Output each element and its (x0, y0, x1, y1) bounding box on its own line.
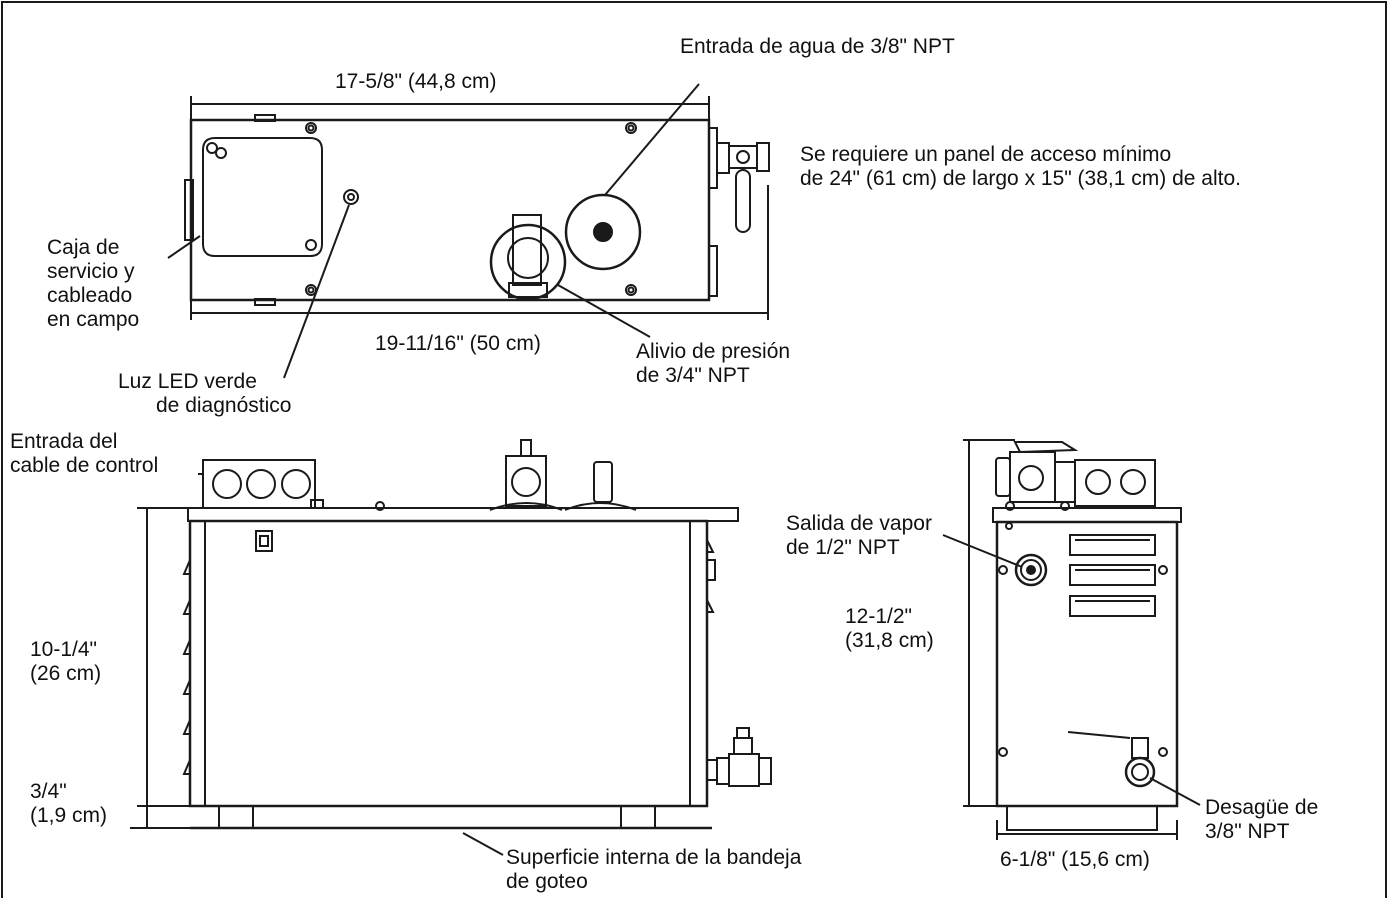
dim-label-bottom-width: 19-11/16" (50 cm) (375, 332, 541, 355)
louver (1069, 595, 1156, 617)
control-jack (255, 530, 273, 552)
label-control-cable: Entrada del cable de control (10, 430, 158, 478)
dim-label-side-width: 6-1/8" (15,6 cm) (1000, 848, 1150, 871)
leader-water-inlet (604, 83, 700, 196)
leader-steam-outlet (942, 534, 1023, 568)
drain-outlet (1124, 756, 1156, 788)
louver (1069, 564, 1156, 586)
label-service-box: Caja de servicio y cableado en campo (47, 236, 139, 332)
label-access-panel: Se requiere un panel de acceso mínimo de… (800, 143, 1241, 191)
label-steam-outlet-line-2: de 1/2" NPT (786, 536, 900, 559)
label-access-panel-line-1: Se requiere un panel de acceso mínimo (800, 143, 1172, 166)
label-led-line-2: de diagnóstico (156, 394, 292, 417)
label-water-inlet: Entrada de agua de 3/8" NPT (680, 35, 955, 58)
label-pressure-relief-line-2: de 3/4" NPT (636, 364, 750, 387)
label-led: Luz LED verde de diagnóstico (118, 370, 291, 418)
label-front-height-line-1: 10-1/4" (30, 638, 97, 661)
label-drip-tray-line-1: Superficie interna de la bandeja (506, 846, 802, 869)
label-pressure-relief-line-1: Alivio de presión (636, 340, 791, 363)
label-side-height-line-1: 12-1/2" (845, 605, 912, 628)
leader-drip-tray (462, 832, 504, 856)
label-drain-line-1: Desagüe de (1205, 796, 1319, 819)
control-box (202, 459, 316, 509)
dim-label-top-width: 17-5/8" (44,8 cm) (335, 70, 497, 93)
label-base-height: 3/4" (1,9 cm) (30, 780, 107, 828)
label-control-cable-line-1: Entrada del (10, 430, 118, 453)
leader-led (283, 204, 350, 379)
label-service-box-line-4: en campo (47, 308, 140, 331)
louver (1069, 534, 1156, 556)
label-led-line-1: Luz LED verde (118, 370, 257, 393)
label-drip-tray-line-2: de goteo (506, 870, 588, 893)
leader-drain (1149, 777, 1201, 806)
label-control-cable-line-2: cable de control (10, 454, 159, 477)
side-base (1006, 805, 1158, 831)
label-side-height: 12-1/2" (31,8 cm) (845, 605, 934, 653)
label-service-box-line-1: Caja de (47, 236, 120, 259)
label-steam-outlet-line-1: Salida de vapor (786, 512, 932, 535)
steam-outlet (1014, 553, 1048, 587)
label-drip-tray: Superficie interna de la bandeja de gote… (506, 846, 801, 894)
front-view (130, 439, 772, 856)
top-view (167, 83, 770, 379)
front-top-plate (187, 507, 739, 522)
label-steam-outlet: Salida de vapor de 1/2" NPT (786, 512, 932, 560)
leader-pressure-relief (557, 284, 651, 338)
label-drain-line-2: 3/8" NPT (1205, 820, 1290, 843)
label-side-height-line-2: (31,8 cm) (845, 629, 934, 652)
label-drain: Desagüe de 3/8" NPT (1205, 796, 1318, 844)
label-base-height-line-1: 3/4" (30, 780, 67, 803)
label-service-box-line-3: cableado (47, 284, 133, 307)
side-view (942, 439, 1201, 840)
led-light (343, 189, 359, 205)
label-service-box-line-2: servicio y (47, 260, 135, 283)
service-box (202, 137, 323, 257)
front-body (188, 519, 709, 808)
water-inlet-disc (564, 193, 642, 271)
side-top-plate (992, 507, 1182, 523)
pressure-relief-disc (489, 223, 567, 301)
label-access-panel-line-2: de 24" (61 cm) de largo x 15" (38,1 cm) … (800, 167, 1241, 190)
label-pressure-relief: Alivio de presión de 3/4" NPT (636, 340, 790, 388)
label-base-height-line-2: (1,9 cm) (30, 804, 108, 827)
label-front-height: 10-1/4" (26 cm) (30, 638, 101, 686)
leader-service-box (167, 235, 201, 259)
label-front-height-line-2: (26 cm) (30, 662, 102, 685)
top-body (189, 118, 711, 302)
